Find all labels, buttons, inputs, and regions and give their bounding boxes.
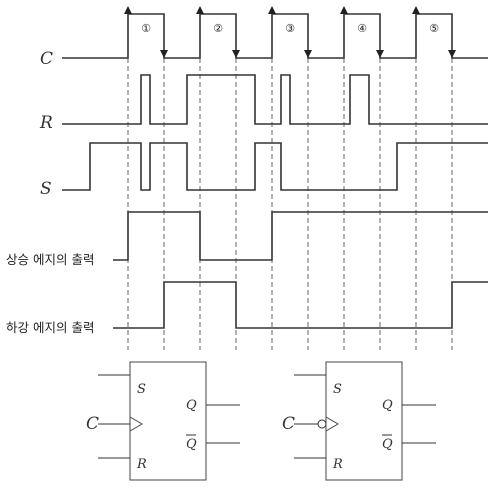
reset-waveform xyxy=(62,74,488,125)
cycle-marker-2: ② xyxy=(213,22,223,35)
fall-arrow-5 xyxy=(448,50,456,58)
clock-waveform xyxy=(62,13,488,59)
cycle-marker-1: ① xyxy=(141,22,151,35)
flipflop-2-body xyxy=(325,361,403,481)
rising-edge-output-label: 상승 에지의 출력 xyxy=(6,252,94,267)
fall-arrow-2 xyxy=(232,50,240,58)
flipflop-negative-edge: S R Q Q C xyxy=(282,361,436,481)
rise-arrow-1 xyxy=(124,6,132,14)
rise-arrow-3 xyxy=(268,6,276,14)
cycle-marker-3: ③ xyxy=(285,22,295,35)
flipflop-positive-edge: S R Q Q C xyxy=(86,361,240,481)
cycle-marker-5: ⑤ xyxy=(429,22,439,35)
flipflop-2-inversion-bubble xyxy=(317,419,327,429)
set-label: S xyxy=(40,179,52,199)
fall-arrow-3 xyxy=(304,50,312,58)
reset-label: R xyxy=(39,113,53,133)
clock-label: C xyxy=(40,49,53,69)
rising-edge-arrows xyxy=(124,6,420,14)
flipflop-2-r-pin: R xyxy=(332,457,343,472)
falling-edge-output-label: 하강 에지의 출력 xyxy=(6,320,94,335)
falling-edge-output-waveform xyxy=(113,281,488,329)
rise-arrow-5 xyxy=(412,6,420,14)
set-waveform xyxy=(62,142,488,191)
cycle-marker-4: ④ xyxy=(357,22,367,35)
flipflop-2-qbar-pin: Q xyxy=(382,437,393,452)
flipflop-2-c-pin: C xyxy=(282,414,295,434)
rise-arrow-2 xyxy=(196,6,204,14)
flipflop-2-q-pin: Q xyxy=(382,398,393,413)
falling-edge-arrows xyxy=(160,50,456,58)
fall-arrow-1 xyxy=(160,50,168,58)
flipflop-1-s-pin: S xyxy=(137,382,146,397)
fall-arrow-4 xyxy=(376,50,384,58)
flipflop-1-body xyxy=(129,361,207,481)
flipflop-1-q-pin: Q xyxy=(186,398,197,413)
flipflop-1-clock-triangle xyxy=(129,416,143,432)
flipflop-2-clock-triangle xyxy=(325,416,339,432)
rising-edge-output-waveform xyxy=(113,211,488,261)
flipflop-2-s-pin: S xyxy=(333,382,342,397)
rise-arrow-4 xyxy=(340,6,348,14)
edge-guides xyxy=(127,18,453,350)
flipflop-1-c-pin: C xyxy=(86,414,99,434)
flipflop-1-r-pin: R xyxy=(136,457,147,472)
flipflop-1-qbar-pin: Q xyxy=(186,437,197,452)
